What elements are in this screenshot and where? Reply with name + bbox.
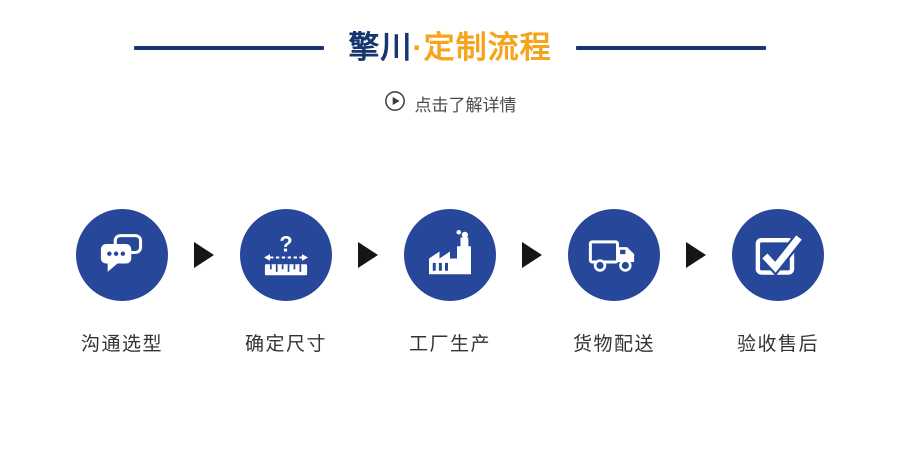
title-line-left	[134, 45, 325, 50]
chat-icon	[76, 208, 168, 301]
step-label: 货物配送	[572, 333, 655, 355]
arrow-right-icon	[686, 241, 706, 268]
arrow-right-icon	[522, 241, 542, 268]
step-dimensions: ? 确定尺寸	[230, 208, 342, 356]
play-icon[interactable]	[384, 90, 406, 117]
truck-icon	[568, 208, 660, 301]
svg-text:?: ?	[279, 231, 292, 256]
step-acceptance: 验收售后	[722, 208, 834, 356]
ruler-icon: ?	[240, 208, 332, 301]
step-production: 工厂生产	[394, 208, 506, 356]
custom-process-section: 擎川·定制流程 点击了解详情 沟通选型	[0, 0, 900, 356]
step-label: 工厂生产	[408, 333, 491, 355]
process-steps: 沟通选型 ?	[0, 208, 900, 356]
step-label: 确定尺寸	[244, 333, 327, 355]
step-communication: 沟通选型	[66, 208, 178, 356]
title-brand: 擎川	[348, 30, 413, 65]
factory-icon	[404, 208, 496, 301]
title-line-right	[575, 45, 766, 50]
arrow-right-icon	[358, 241, 378, 268]
step-delivery: 货物配送	[558, 208, 670, 356]
title-accent: ·定制流程	[412, 30, 552, 65]
arrow-right-icon	[194, 241, 214, 268]
checklist-icon	[732, 208, 824, 301]
section-header: 擎川·定制流程	[0, 0, 900, 66]
subtitle-text: 点击了解详情	[414, 95, 517, 115]
step-label: 验收售后	[736, 333, 819, 355]
subtitle-row[interactable]: 点击了解详情	[0, 90, 900, 117]
section-title: 擎川·定制流程	[348, 30, 551, 66]
step-label: 沟通选型	[80, 333, 163, 355]
